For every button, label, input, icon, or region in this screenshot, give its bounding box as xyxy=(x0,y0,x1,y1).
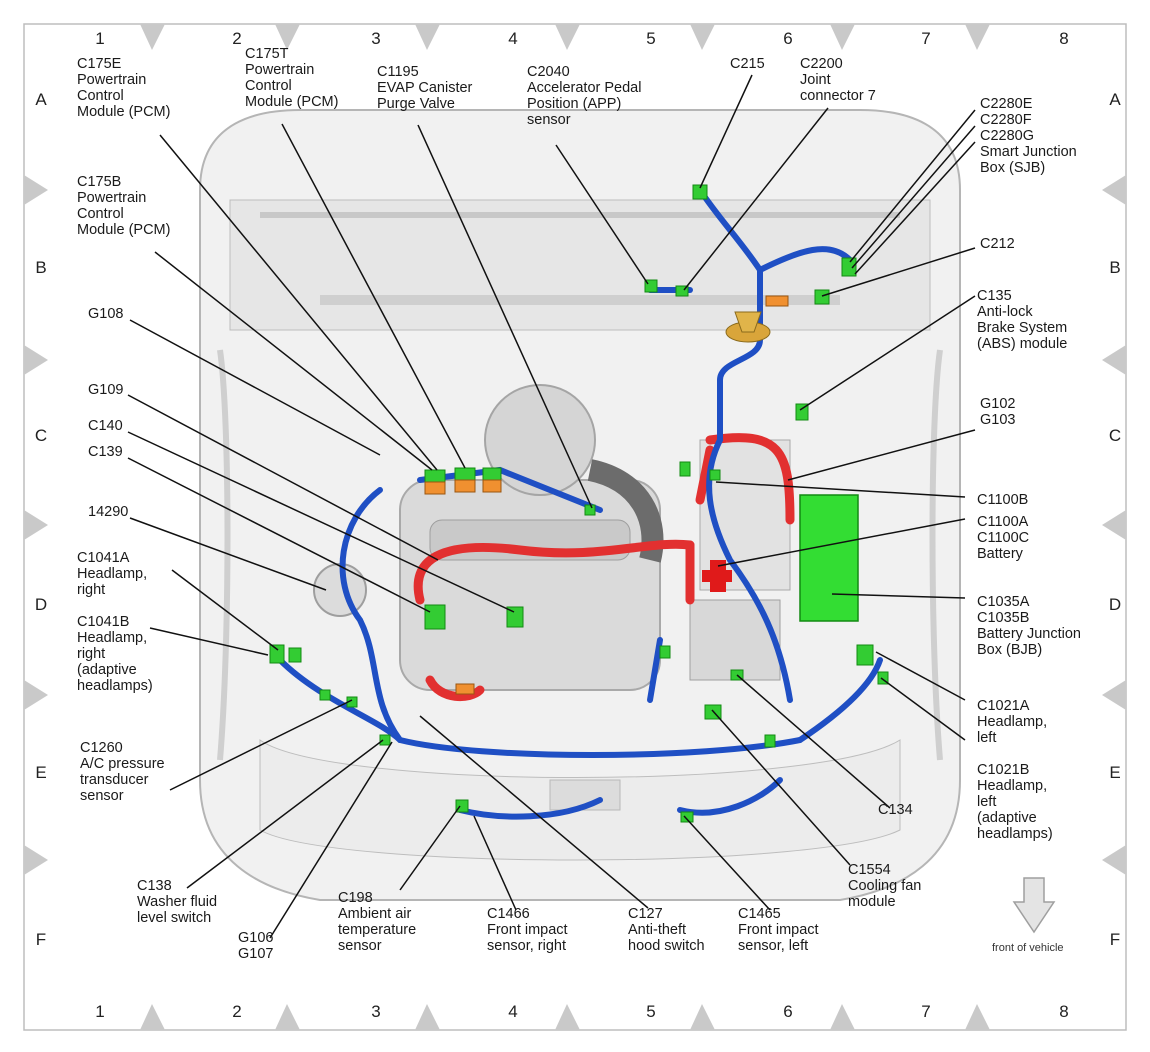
border-chevrons xyxy=(24,24,1126,1030)
column-number: 8 xyxy=(1059,1002,1069,1021)
row-letter: A xyxy=(1109,90,1121,109)
column-number: 6 xyxy=(783,1002,793,1021)
column-number: 4 xyxy=(508,29,518,48)
callout-14290: 14290 xyxy=(88,504,129,520)
callout-c140: C140 xyxy=(88,418,123,434)
column-number: 8 xyxy=(1059,29,1069,48)
bulkhead-grommet xyxy=(725,311,771,343)
column-number: 7 xyxy=(921,1002,931,1021)
row-letter: F xyxy=(35,930,47,949)
engine-block xyxy=(313,384,791,691)
row-letter: E xyxy=(35,763,47,782)
connectors xyxy=(269,184,889,823)
column-number: 4 xyxy=(508,1002,518,1021)
row-letter: B xyxy=(1109,258,1121,277)
callout-c212: C212 xyxy=(980,236,1015,252)
battery-junction-box xyxy=(799,494,859,622)
column-number: 7 xyxy=(921,29,931,48)
row-letter: A xyxy=(35,90,47,109)
orange-connectors xyxy=(424,295,789,695)
row-letter: E xyxy=(1109,763,1121,782)
callout-c139: C139 xyxy=(88,444,123,460)
column-number: 3 xyxy=(371,1002,381,1021)
row-letter: C xyxy=(34,426,48,445)
battery-terminal xyxy=(702,560,732,592)
column-number: 2 xyxy=(232,1002,242,1021)
column-number: 5 xyxy=(646,29,656,48)
callout-c215: C215 xyxy=(730,56,765,72)
column-number: 2 xyxy=(232,29,242,48)
column-number: 6 xyxy=(783,29,793,48)
leader-lines xyxy=(127,74,976,939)
row-letter: B xyxy=(35,258,47,277)
row-letter: D xyxy=(34,595,48,614)
row-letter: D xyxy=(1108,595,1122,614)
row-letter: F xyxy=(1109,930,1121,949)
column-number: 5 xyxy=(646,1002,656,1021)
callout-g108: G108 xyxy=(88,306,124,322)
callout-c134: C134 xyxy=(878,802,913,818)
red-battery-cables xyxy=(413,433,795,702)
callout-g109: G109 xyxy=(88,382,124,398)
front-of-vehicle-arrow-icon xyxy=(1012,877,1056,934)
column-number: 3 xyxy=(371,29,381,48)
callout-c1100b: C1100B xyxy=(977,492,1029,508)
front-of-vehicle-label: front of vehicle xyxy=(992,942,1064,954)
column-number: 1 xyxy=(95,29,105,48)
column-number: 1 xyxy=(95,1002,105,1021)
row-letter: C xyxy=(1108,426,1122,445)
